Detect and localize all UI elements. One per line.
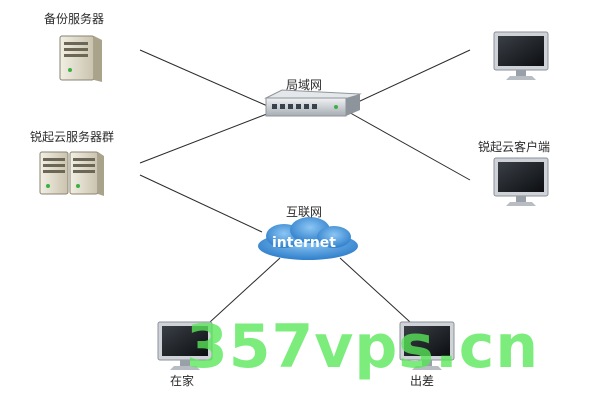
watermark: 357vps.cn	[186, 312, 540, 382]
link-internet-home	[209, 257, 281, 323]
home-monitor-icon	[157, 321, 213, 370]
internet-cloud-text: internet	[272, 235, 336, 251]
link-lan-client-right	[344, 109, 471, 181]
home-label: 在家	[170, 374, 195, 388]
server-cluster-icon	[39, 151, 104, 196]
backup-server-label: 备份服务器	[44, 12, 105, 26]
client-right-monitor-icon	[493, 157, 549, 206]
trip-label: 出差	[410, 374, 435, 388]
internet-cloud-icon: internet	[258, 217, 358, 260]
internet-label: 互联网	[286, 205, 323, 219]
link-lan-client-top	[344, 49, 471, 109]
link-backup-lan	[139, 49, 273, 109]
link-internet-trip	[339, 257, 411, 323]
lan-switch-icon	[264, 89, 362, 117]
backup-server-icon	[59, 35, 102, 82]
link-cluster-lan	[139, 111, 273, 164]
client-top-monitor-icon	[493, 31, 549, 80]
link-cluster-internet	[139, 174, 263, 233]
server-cluster-label: 锐起云服务器群	[30, 130, 115, 144]
trip-monitor-icon	[399, 321, 455, 370]
lan-label: 局域网	[286, 78, 323, 92]
client-right-label: 锐起云客户端	[478, 140, 551, 154]
connection-lines	[139, 49, 471, 323]
